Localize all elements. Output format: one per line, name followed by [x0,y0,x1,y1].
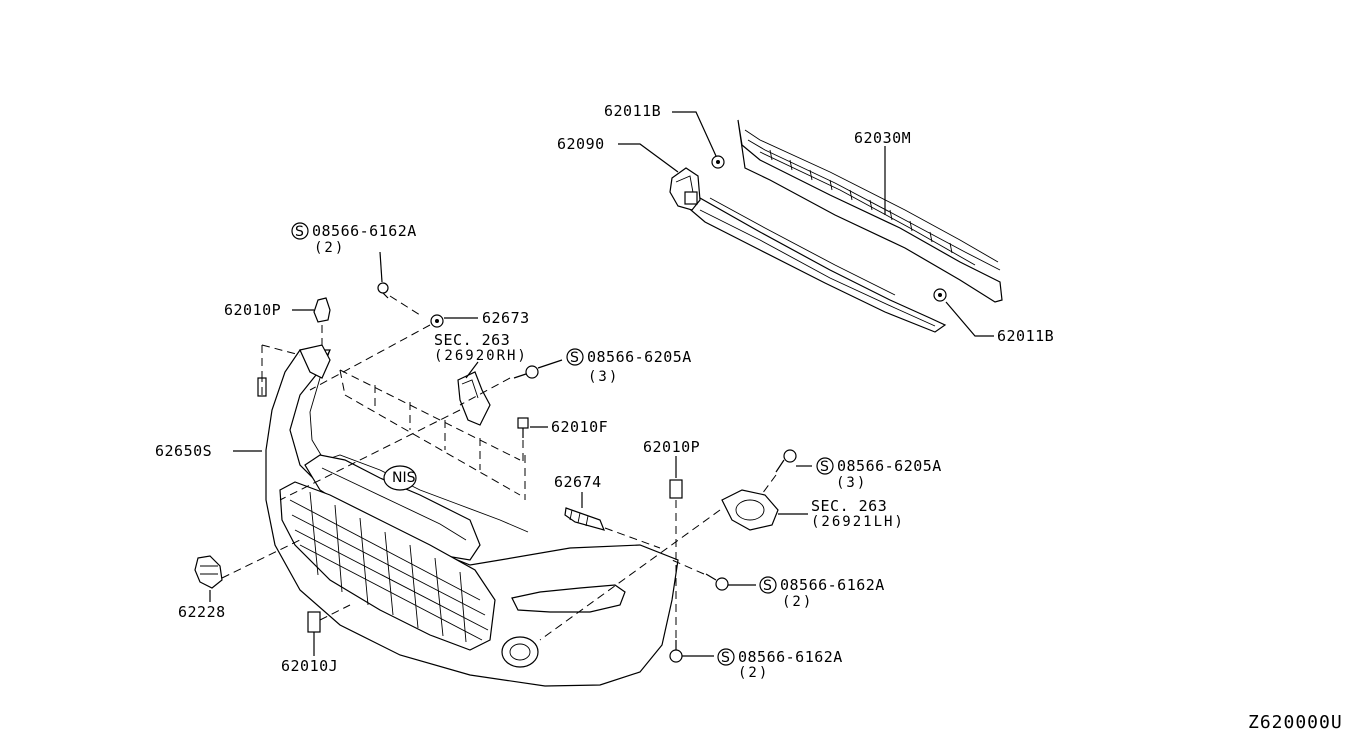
svg-text:(2): (2) [738,665,769,681]
svg-text:(26921LH): (26921LH) [811,514,905,530]
svg-text:S: S [820,459,829,475]
callout-62010j: 62010J [281,657,338,675]
svg-text:S: S [721,650,730,666]
callout-08566-6162a-top: S 08566-6162A (2) [291,222,417,256]
callout-sec263-lh: SEC. 263 (26921LH) [811,497,905,530]
s-symbol-icon [816,457,834,475]
svg-text:08566-6205A: 08566-6205A [837,457,942,475]
callout-62228: 62228 [178,603,226,621]
svg-text:SEC. 263: SEC. 263 [811,497,887,515]
callout-62010f: 62010F [551,418,608,436]
callout-sec263-rh: SEC. 263 (26920RH) [434,331,528,364]
callout-08566-6205a-center: S 08566-6205A (3) [566,348,692,385]
callout-62030m: 62030M [854,129,911,147]
svg-text:08566-6205A: 08566-6205A [587,348,692,366]
callout-08566-6162a-bottom: S 08566-6162A (2) [717,648,843,681]
callout-62011b-top: 62011B [604,102,661,120]
svg-text:S: S [763,578,772,594]
svg-text:08566-6162A: 08566-6162A [738,648,843,666]
svg-text:(26920RH): (26920RH) [434,348,528,364]
diagram-reference-code: Z620000U [1248,712,1343,733]
callout-08566-6205a-right: S 08566-6205A (3) [816,457,942,491]
installation-lines [221,295,777,641]
s-symbol-icon [759,576,777,594]
callout-62010p-lower: 62010P [643,438,700,456]
svg-text:(2): (2) [314,240,345,256]
callout-62090: 62090 [557,135,605,153]
s-symbol-icon [717,648,735,666]
callout-62011b-right: 62011B [997,327,1054,345]
callout-62673: 62673 [482,309,530,327]
callout-62674: 62674 [554,473,602,491]
small-parts [194,282,797,663]
svg-text:(2): (2) [782,594,813,610]
bumper-fascia: NIS [261,344,679,687]
svg-text:NIS: NIS [392,470,416,486]
s-symbol-icon [566,348,584,366]
callout-62650s: 62650S [155,442,212,460]
bumper-reinforcement [669,119,1003,333]
svg-text:(3): (3) [836,475,867,491]
callout-08566-6162a-mid: S 08566-6162A (2) [759,576,885,610]
svg-text:S: S [570,350,579,366]
leader-lines [209,111,994,657]
callout-62010p-top: 62010P [224,301,281,319]
svg-text:08566-6162A: 08566-6162A [312,222,417,240]
svg-text:S: S [295,224,304,240]
svg-text:SEC. 263: SEC. 263 [434,331,510,349]
s-symbol-icon [291,222,309,240]
svg-text:08566-6162A: 08566-6162A [780,576,885,594]
svg-text:(3): (3) [588,369,619,385]
callouts: 62011B 62090 62030M 62011B S 08566-6162A… [155,102,1343,733]
